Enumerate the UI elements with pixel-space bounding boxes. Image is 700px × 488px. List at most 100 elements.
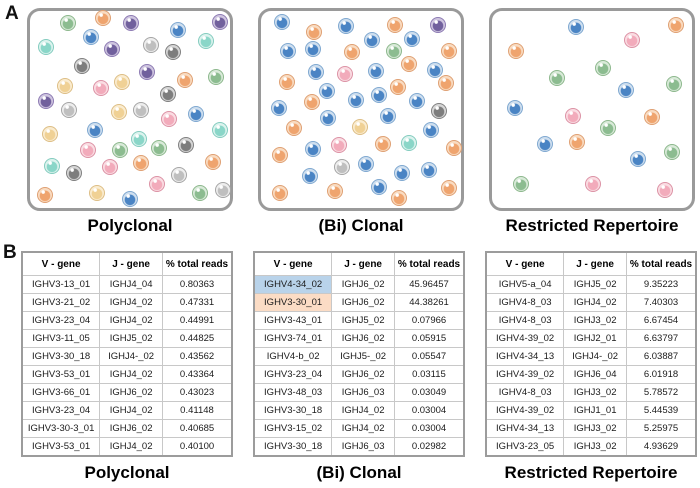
orange-cell-icon: [95, 10, 111, 26]
j-gene-cell: IGHJ1_01: [563, 401, 627, 420]
v-gene-cell: IGHV4-34_13: [485, 347, 565, 366]
j-gene-cell: IGHJ4_02: [99, 311, 163, 330]
pct-total-reads-cell: 6.67454: [626, 311, 697, 330]
pink-cell-icon: [337, 66, 353, 82]
gray-cell-icon: [431, 103, 447, 119]
green-cell-icon: [208, 69, 224, 85]
pct-total-reads-cell: 0.03004: [394, 419, 465, 438]
blue-cell-icon: [87, 122, 103, 138]
green-cell-icon: [549, 70, 565, 86]
gray-cell-icon: [74, 58, 90, 74]
blue-cell-icon: [305, 141, 321, 157]
blue-cell-icon: [507, 100, 523, 116]
pct-total-reads-cell: 7.40303: [626, 293, 697, 312]
orange-cell-icon: [375, 136, 391, 152]
orange-cell-icon: [272, 185, 288, 201]
orange-cell-icon: [205, 154, 221, 170]
orange-cell-icon: [441, 43, 457, 59]
column-header: J - gene: [563, 251, 627, 276]
pct-total-reads-cell: 6.63797: [626, 329, 697, 348]
j-gene-cell: IGHJ4_02: [331, 401, 395, 420]
gray-cell-icon: [66, 165, 82, 181]
orange-cell-icon: [344, 44, 360, 60]
box-caption-polyclonal: Polyclonal: [87, 216, 173, 235]
silver-cell-icon: [133, 102, 149, 118]
blue-cell-icon: [427, 62, 443, 78]
v-gene-cell: IGHV3-74_01: [253, 329, 333, 348]
box-caption-biclonal: (Bi) Clonal: [318, 216, 404, 235]
table-caption-polyclonal: Polyclonal: [84, 463, 170, 482]
box-caption-restricted: Restricted Repertoire: [505, 216, 679, 235]
j-gene-cell: IGHJ3_02: [563, 311, 627, 330]
blue-cell-icon: [302, 168, 318, 184]
yellow-cell-icon: [114, 74, 130, 90]
green-cell-icon: [192, 185, 208, 201]
blue-cell-icon: [83, 29, 99, 45]
pct-total-reads-cell: 0.43023: [162, 383, 233, 402]
j-gene-cell: IGHJ6_02: [99, 383, 163, 402]
blue-cell-icon: [188, 106, 204, 122]
pink-cell-icon: [585, 176, 601, 192]
orange-cell-icon: [133, 155, 149, 171]
pct-total-reads-cell: 0.47331: [162, 293, 233, 312]
purple-cell-icon: [123, 15, 139, 31]
v-gene-cell: IGHV3-66_01: [21, 383, 101, 402]
v-gene-cell: IGHV4-8_03: [485, 383, 565, 402]
pink-cell-icon: [93, 80, 109, 96]
green-cell-icon: [664, 144, 680, 160]
silver-cell-icon: [61, 102, 77, 118]
pink-cell-icon: [149, 176, 165, 192]
j-gene-cell: IGHJ4_04: [99, 275, 163, 294]
j-gene-cell: IGHJ4-_02: [99, 347, 163, 366]
j-gene-cell: IGHJ4-_02: [563, 347, 627, 366]
v-gene-cell: IGHV5-a_04: [485, 275, 565, 294]
pct-total-reads-cell: 0.40685: [162, 419, 233, 438]
blue-cell-icon: [364, 32, 380, 48]
teal-cell-icon: [38, 39, 54, 55]
v-gene-cell: IGHV3-23_04: [21, 401, 101, 420]
pct-total-reads-cell: 0.02982: [394, 437, 465, 457]
pct-total-reads-cell: 5.78572: [626, 383, 697, 402]
pink-cell-icon: [102, 159, 118, 175]
v-gene-cell: IGHV3-53_01: [21, 437, 101, 457]
column-header: V - gene: [485, 251, 565, 276]
pct-total-reads-cell: 0.44991: [162, 311, 233, 330]
cell-population-canvas: [489, 8, 695, 211]
j-gene-cell: IGHJ5_02: [563, 275, 627, 294]
orange-cell-icon: [569, 134, 585, 150]
pct-total-reads-cell: 4.93629: [626, 437, 697, 457]
orange-cell-icon: [306, 24, 322, 40]
v-gene-cell: IGHV4-34_02: [253, 275, 333, 294]
j-gene-cell: IGHJ3_02: [563, 419, 627, 438]
purple-cell-icon: [139, 64, 155, 80]
cell-population-canvas: [27, 8, 233, 211]
j-gene-cell: IGHJ4_02: [99, 401, 163, 420]
panel-a-label: A: [5, 3, 19, 24]
j-gene-cell: IGHJ4_02: [99, 365, 163, 384]
blue-cell-icon: [274, 14, 290, 30]
column-header: V - gene: [253, 251, 333, 276]
pct-total-reads-cell: 0.07966: [394, 311, 465, 330]
green-cell-icon: [112, 142, 128, 158]
yellow-cell-icon: [111, 104, 127, 120]
population-box-biclonal: (Bi) Clonal: [258, 8, 464, 236]
blue-cell-icon: [122, 191, 138, 207]
teal-cell-icon: [212, 122, 228, 138]
blue-cell-icon: [280, 43, 296, 59]
j-gene-cell: IGHJ5_02: [99, 329, 163, 348]
blue-cell-icon: [421, 162, 437, 178]
